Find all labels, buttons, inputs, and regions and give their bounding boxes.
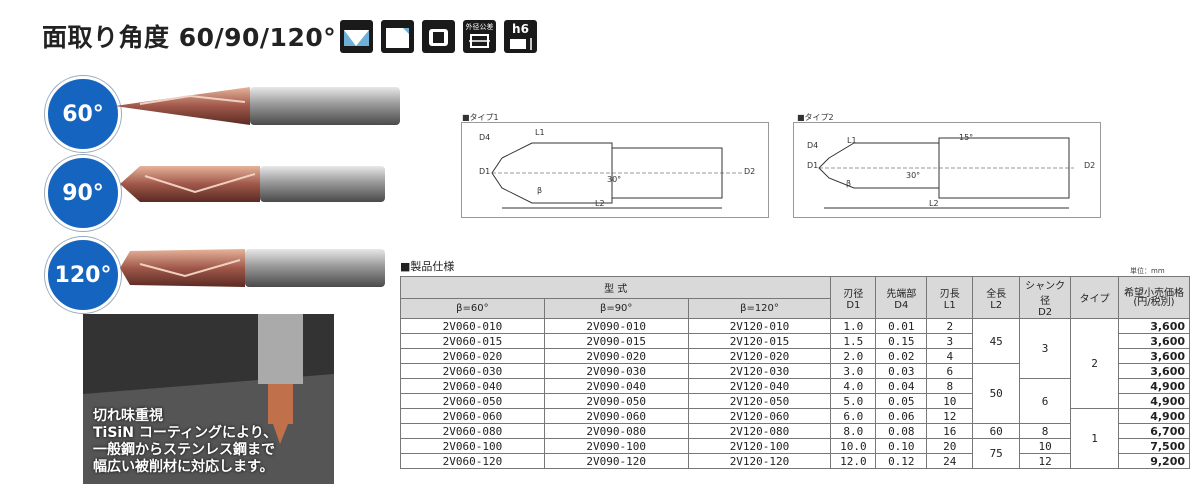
tolerance-icon: 外径公差 — [463, 20, 496, 53]
h6-shank-icon: h6 — [504, 20, 537, 53]
header-beta-60: β=60° — [400, 297, 545, 320]
photo-caption: 切れ味重視 TiSiN コーティングにより、 一般鋼からステンレス鋼まで 幅広い… — [93, 408, 278, 475]
diagram-type1-title: ■タイプ1 — [462, 113, 499, 122]
diagram-type1: D4 L1 D1 D2 30° β L2 — [461, 122, 769, 218]
header-type: タイプ — [1070, 276, 1119, 319]
angle-120-badge: 120° — [45, 237, 121, 313]
workpiece-image — [83, 314, 334, 484]
tool-60-image — [115, 87, 400, 125]
chamfer-icon — [340, 20, 373, 53]
angle-60-badge: 60° — [45, 76, 121, 152]
unit-label: 単位：mm — [1130, 267, 1165, 275]
header-beta-90: β=90° — [543, 297, 689, 320]
header-model: 型 式 — [399, 276, 832, 299]
spec-section-title: ■製品仕様 — [400, 260, 455, 273]
diagram-type2: D4 L1 D1 D2 15° 30° β L2 — [793, 122, 1101, 218]
page-title: 面取り角度 60/90/120° — [42, 23, 337, 52]
tool-90-image — [120, 166, 385, 202]
tool-120-image — [120, 249, 385, 287]
header-price: 希望小売価格(円/税別) — [1118, 276, 1190, 319]
coating-icon — [422, 20, 455, 53]
angle-90-badge: 90° — [45, 155, 121, 231]
diagram-type2-title: ■タイプ2 — [797, 113, 834, 122]
machining-photo: 切れ味重視 TiSiN コーティングにより、 一般鋼からステンレス鋼まで 幅広い… — [83, 314, 334, 484]
header-beta-120: β=120° — [687, 297, 832, 320]
feature-badges: 外径公差 h6 — [340, 20, 537, 53]
edge-chamfer-icon — [381, 20, 414, 53]
